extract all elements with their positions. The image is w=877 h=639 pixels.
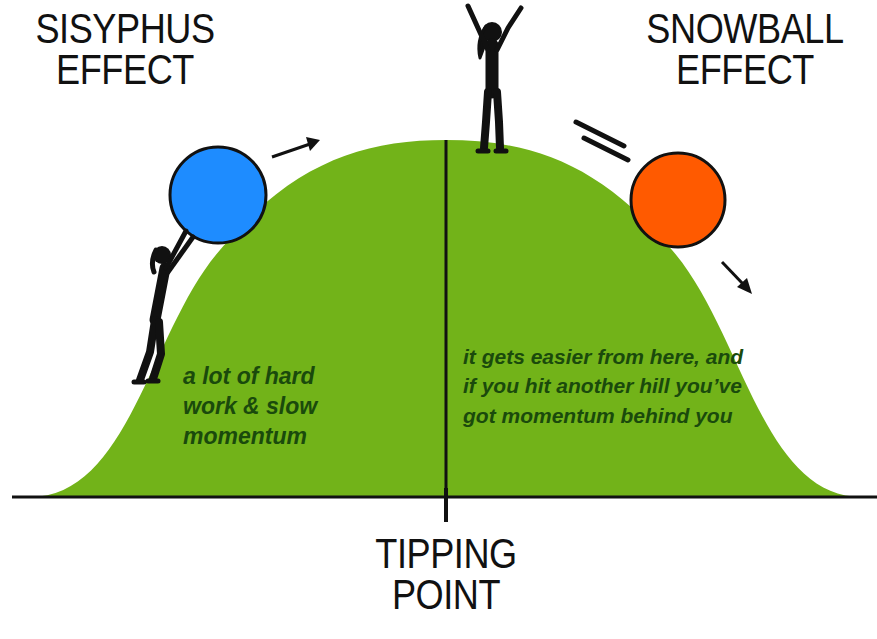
heading-label: SISYPHUS EFFECT [22, 8, 228, 90]
up-arrow [272, 137, 320, 157]
orange-ball [631, 153, 725, 247]
heading-label: TIPPING POINT [360, 533, 532, 615]
heading-label: SNOWBALL EFFECT [638, 8, 853, 90]
hill-text: a lot of hard work & slow momentum [183, 362, 358, 452]
tick-mark [444, 488, 448, 522]
celebrating-figure [468, 6, 521, 151]
hill-text: it gets easier from here, and if you hit… [463, 342, 759, 430]
down-arrow [722, 262, 752, 294]
hill-fill [30, 140, 862, 497]
speed-lines [576, 122, 628, 160]
divider-line [445, 140, 448, 497]
blue-ball [170, 147, 266, 243]
